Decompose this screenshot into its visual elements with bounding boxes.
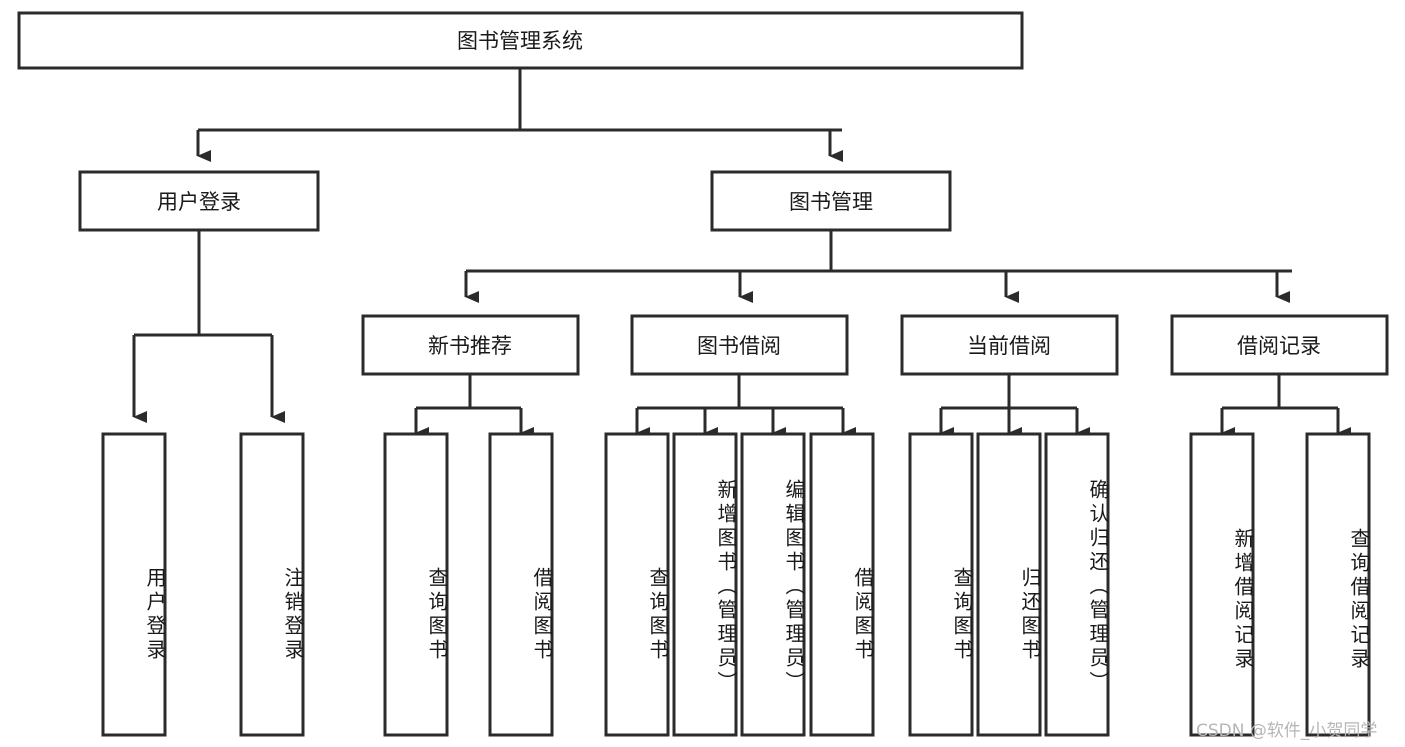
node-current-borrow-box — [900, 314, 1119, 376]
node-current-borrow[interactable]: 当前借阅 — [900, 314, 1119, 376]
connector-book-manage-to-level3 — [464, 230, 1292, 303]
node-book-borrow-label: 图书借阅 — [697, 334, 781, 358]
leaf-box-return-book[interactable] — [976, 432, 1042, 737]
node-borrow-record[interactable]: 借阅记录 — [1170, 314, 1389, 376]
leaf-box-add-record[interactable] — [1189, 432, 1255, 737]
node-book-manage-label: 图书管理 — [789, 190, 873, 214]
leaf-box-add-book[interactable] — [672, 432, 738, 737]
csdn-watermark: CSDN @软件_小贺同学 — [1196, 721, 1378, 741]
connector-root-to-level2 — [196, 68, 843, 162]
connector-borrow-record-to-leaves — [1220, 374, 1351, 439]
node-book-manage[interactable]: 图书管理 — [710, 170, 952, 232]
node-new-book-recommend-box — [361, 314, 580, 376]
node-borrow-record-label: 借阅记录 — [1237, 334, 1321, 358]
leaf-box-query-record[interactable] — [1305, 432, 1371, 737]
leaf-box-user-login[interactable] — [101, 432, 167, 737]
node-user-login-box — [78, 170, 320, 232]
node-new-book-recommend-label: 新书推荐 — [428, 334, 512, 358]
leaf-box-edit-book[interactable] — [740, 432, 806, 737]
node-new-book-recommend[interactable]: 新书推荐 — [361, 314, 580, 376]
leaf-box-confirm-return[interactable] — [1044, 432, 1110, 737]
leaf-box-query-book-3[interactable] — [908, 432, 974, 737]
node-current-borrow-label: 当前借阅 — [967, 334, 1051, 358]
connector-user-login-to-leaves — [132, 230, 285, 423]
leaf-box-query-book-2[interactable] — [604, 432, 670, 737]
leaf-box-borrow-book-1[interactable] — [488, 432, 554, 737]
node-user-login-label: 用户登录 — [157, 190, 241, 214]
node-book-borrow[interactable]: 图书借阅 — [630, 314, 849, 376]
node-root-box — [17, 11, 1024, 70]
leaf-box-logout-login[interactable] — [239, 432, 305, 737]
node-user-login[interactable]: 用户登录 — [78, 170, 320, 232]
node-root[interactable]: 图书管理系统 — [17, 11, 1024, 70]
leaf-box-borrow-book-2[interactable] — [809, 432, 875, 737]
connector-current-borrow-to-leaves — [939, 374, 1090, 439]
leaf-box-query-book-1[interactable] — [383, 432, 449, 737]
connector-book-borrow-to-leaves — [635, 374, 856, 439]
node-root-label: 图书管理系统 — [457, 29, 583, 53]
connector-new-book-recommend-to-leaves — [414, 374, 534, 439]
